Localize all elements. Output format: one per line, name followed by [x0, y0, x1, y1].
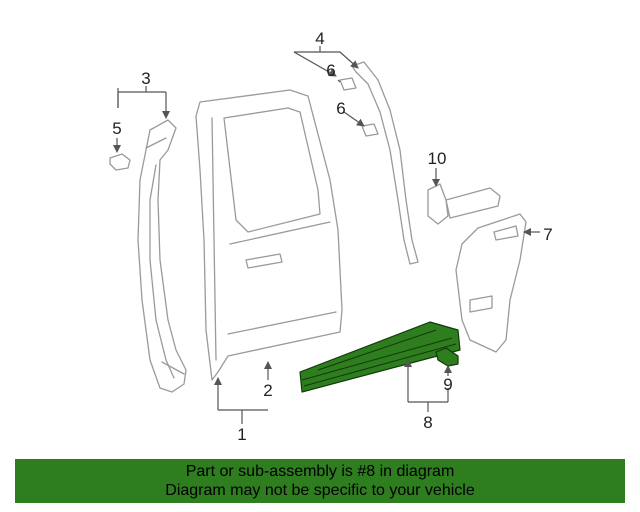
callout-8: 8 [423, 413, 432, 432]
callout-6-upper: 6 [326, 61, 335, 80]
part-3-pillar [137, 119, 187, 393]
part-7-trim-panel [455, 213, 527, 353]
callout-7: 7 [543, 225, 552, 244]
callout-2: 2 [263, 381, 272, 400]
callout-1: 1 [237, 425, 246, 444]
callout-3: 3 [141, 69, 150, 88]
callout-4: 4 [315, 29, 324, 48]
part-1-door [195, 89, 343, 381]
part-6-fastener-upper [339, 77, 357, 91]
part-5-clip [109, 153, 131, 171]
part-4-channel [351, 61, 419, 265]
info-banner: Part or sub-assembly is #8 in diagram Di… [15, 459, 625, 503]
callout-5: 5 [112, 119, 121, 138]
banner-line-1: Part or sub-assembly is #8 in diagram [185, 463, 455, 480]
callout-10: 10 [428, 149, 447, 168]
part-6-fastener-lower [361, 123, 379, 137]
callout-6-lower: 6 [336, 99, 345, 118]
leader-lines [113, 46, 540, 424]
callout-9: 9 [443, 375, 452, 394]
part-10-door-check [427, 183, 501, 225]
part-9-clip [435, 347, 459, 367]
part-8-scuff-plate [299, 321, 461, 393]
banner-line-2: Diagram may not be specific to your vehi… [165, 482, 475, 499]
